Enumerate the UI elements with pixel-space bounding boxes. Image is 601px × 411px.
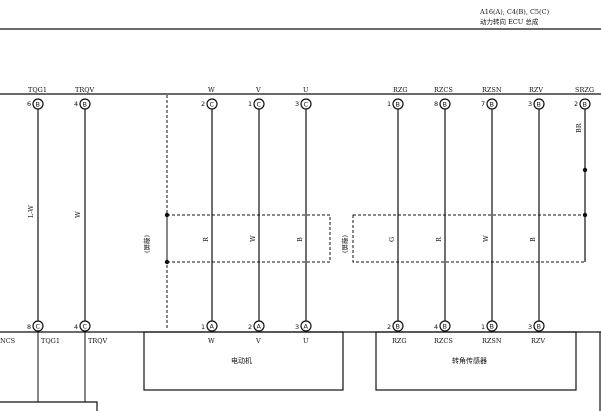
top-pin-connector: B bbox=[83, 101, 87, 109]
bottom-pin-connector: B bbox=[490, 323, 494, 331]
wire-color-label: BR bbox=[575, 122, 583, 133]
bottom-pin-circle bbox=[439, 320, 451, 332]
top-pin-connector: B bbox=[396, 101, 400, 109]
top-pin-connector: B bbox=[537, 101, 541, 109]
bottom-pin-name: RZSN bbox=[482, 337, 502, 345]
top-pin-number: 7 bbox=[481, 100, 485, 108]
bottom-pin-name: RZV bbox=[531, 337, 545, 345]
top-pin-name: SRZG bbox=[575, 86, 594, 94]
ecu-name-label: 动力转向 ECU 总成 bbox=[480, 17, 539, 26]
top-pin-number: 6 bbox=[27, 100, 31, 108]
sensor-box bbox=[375, 331, 577, 391]
top-pin-name: TQG1 bbox=[28, 86, 47, 94]
bottom-pin-circle bbox=[32, 320, 44, 332]
top-pin-number: 1 bbox=[387, 100, 391, 108]
bottom-pin-circle bbox=[206, 320, 218, 332]
torque-sensor-box bbox=[0, 401, 98, 411]
top-pin-number: 2 bbox=[574, 100, 578, 108]
bottom-pin-number: 4 bbox=[74, 323, 78, 331]
sensor-label: 转角传感器 bbox=[452, 356, 487, 365]
motor-box bbox=[143, 331, 344, 391]
bottom-pin-name: U bbox=[303, 337, 309, 345]
top-pin-name: V bbox=[255, 86, 261, 94]
top-pin-connector: C bbox=[210, 101, 215, 109]
top-pin-number: 2 bbox=[201, 100, 205, 108]
bottom-pin-number: 3 bbox=[295, 323, 299, 331]
top-pin-number: 3 bbox=[528, 100, 532, 108]
bottom-pin-connector: A bbox=[210, 323, 215, 331]
bottom-pin-name: TRQV bbox=[88, 337, 108, 345]
wire-color-label: W bbox=[249, 235, 257, 242]
wire-color-label: L-W bbox=[27, 205, 35, 218]
wire-color-label: B bbox=[296, 237, 304, 242]
top-pin-number: 8 bbox=[434, 100, 438, 108]
bottom-pin-connector: A bbox=[304, 323, 309, 331]
top-pin-name: RZV bbox=[529, 86, 543, 94]
bottom-pin-name: V bbox=[255, 337, 261, 345]
top-pin-connector: C bbox=[257, 101, 262, 109]
motor-shield-box bbox=[166, 214, 331, 263]
bottom-pin-connector: C bbox=[36, 323, 41, 331]
bottom-pin-number: 8 bbox=[27, 323, 31, 331]
top-pin-name: RZSN bbox=[482, 86, 502, 94]
top-pin-number: 3 bbox=[295, 100, 299, 108]
wire-color-label: W bbox=[482, 235, 490, 242]
bottom-pin-name: TQG1 bbox=[41, 337, 60, 345]
bottom-pin-number: 1 bbox=[481, 323, 485, 331]
sensor-shield-box bbox=[352, 214, 586, 263]
top-pin-connector: B bbox=[36, 101, 40, 109]
bottom-pin-circle bbox=[253, 320, 265, 332]
bottom-pin-name: W bbox=[208, 337, 215, 345]
bottom-pin-number: 4 bbox=[434, 323, 438, 331]
top-pin-connector: B bbox=[490, 101, 494, 109]
motor-label: 电动机 bbox=[231, 356, 252, 365]
splice-dot bbox=[582, 167, 588, 173]
bottom-pin-connector: B bbox=[443, 323, 447, 331]
top-pin-name: RZCS bbox=[434, 86, 453, 94]
top-pin-name: RZG bbox=[393, 86, 408, 94]
top-pin-number: 1 bbox=[248, 100, 252, 108]
bottom-pin-number: 2 bbox=[248, 323, 252, 331]
bottom-pin-connector: A bbox=[257, 323, 262, 331]
bottom-pin-number: 3 bbox=[528, 323, 532, 331]
bottom-pin-circle bbox=[392, 320, 404, 332]
bottom-pin-number: 2 bbox=[387, 323, 391, 331]
bottom-pin-circle bbox=[300, 320, 312, 332]
wire-color-label: R bbox=[202, 236, 210, 242]
top-pin-name: W bbox=[208, 86, 215, 94]
motor-shield-label: (屏蔽) bbox=[142, 234, 151, 253]
top-pin-connector: C bbox=[304, 101, 309, 109]
bottom-pin-circle bbox=[486, 320, 498, 332]
bottom-pin-connector: B bbox=[537, 323, 541, 331]
top-pin-name: U bbox=[303, 86, 309, 94]
wire-color-label: W bbox=[74, 211, 82, 218]
bottom-pin-number: 1 bbox=[201, 323, 205, 331]
bottom-pin-circle bbox=[533, 320, 545, 332]
bottom-pin-name: RZCS bbox=[434, 337, 453, 345]
bottom-pin-name: RZG bbox=[392, 337, 407, 345]
top-pin-connector: B bbox=[583, 101, 587, 109]
bottom-pin-connector: C bbox=[83, 323, 88, 331]
splice-dot bbox=[164, 259, 170, 265]
bottom-pin-circle bbox=[79, 320, 91, 332]
top-pin-name: TRQV bbox=[75, 86, 95, 94]
sensor-shield-label: (屏蔽) bbox=[340, 234, 349, 253]
top-pin-connector: B bbox=[443, 101, 447, 109]
bottom-left-label: NCS bbox=[0, 337, 15, 345]
wire-color-label: R bbox=[435, 236, 443, 242]
splice-dot bbox=[164, 212, 170, 218]
bottom-pin-connector: B bbox=[396, 323, 400, 331]
connector-ids-label: A16(A), C4(B), C5(C) bbox=[479, 8, 550, 16]
wire-color-label: B bbox=[529, 237, 537, 242]
wire-color-label: G bbox=[388, 237, 396, 242]
top-pin-number: 4 bbox=[74, 100, 78, 108]
